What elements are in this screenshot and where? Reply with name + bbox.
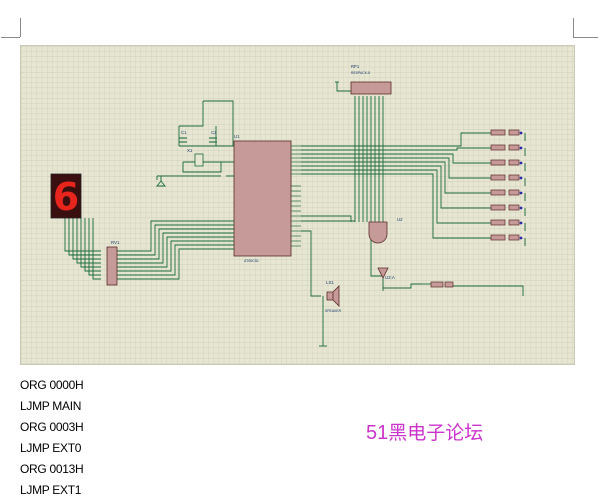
u1-label: U1 bbox=[234, 134, 240, 139]
c2-label: C2 bbox=[211, 130, 217, 135]
code-line: ORG 0013H bbox=[20, 462, 84, 476]
watermark-text: 黑电子论坛 bbox=[388, 422, 484, 444]
watermark-number: 51 bbox=[366, 422, 389, 444]
crop-mark-top-right-v bbox=[573, 18, 574, 37]
forum-watermark: 51黑电子论坛 bbox=[366, 418, 483, 445]
assembly-code-listing: ORG 0000H LJMP MAIN ORG 0003H LJMP EXT0 … bbox=[20, 375, 84, 501]
code-line: ORG 0000H bbox=[20, 378, 84, 392]
crop-mark-top-left-v bbox=[20, 18, 21, 37]
circuit-schematic-image: RP1 RESPACK-8 C1 C2 X1 U1 AT89C51 RV bbox=[20, 45, 575, 365]
u3a-label: U3:A bbox=[385, 275, 395, 280]
ls1-label: LS1 bbox=[326, 280, 334, 285]
code-line: LJMP MAIN bbox=[20, 399, 82, 413]
code-line: LJMP EXT0 bbox=[20, 441, 82, 455]
crop-mark-top-left-h bbox=[1, 37, 20, 38]
x1-label: X1 bbox=[187, 148, 193, 153]
u2-label: U2 bbox=[397, 217, 403, 222]
rp1-value-label: RESPACK-8 bbox=[351, 71, 370, 75]
u1-part-label: AT89C51 bbox=[244, 259, 259, 263]
seven-segment-digit: 6 bbox=[53, 175, 79, 219]
code-line: LJMP EXT1 bbox=[20, 483, 82, 497]
rp1-label: RP1 bbox=[351, 64, 360, 69]
rv1-label: RV1 bbox=[111, 240, 120, 245]
crop-mark-top-right-h bbox=[573, 37, 598, 38]
ls1-part-label: SPEAKER bbox=[325, 309, 342, 313]
c1-label: C1 bbox=[181, 130, 187, 135]
code-line: ORG 0003H bbox=[20, 420, 84, 434]
